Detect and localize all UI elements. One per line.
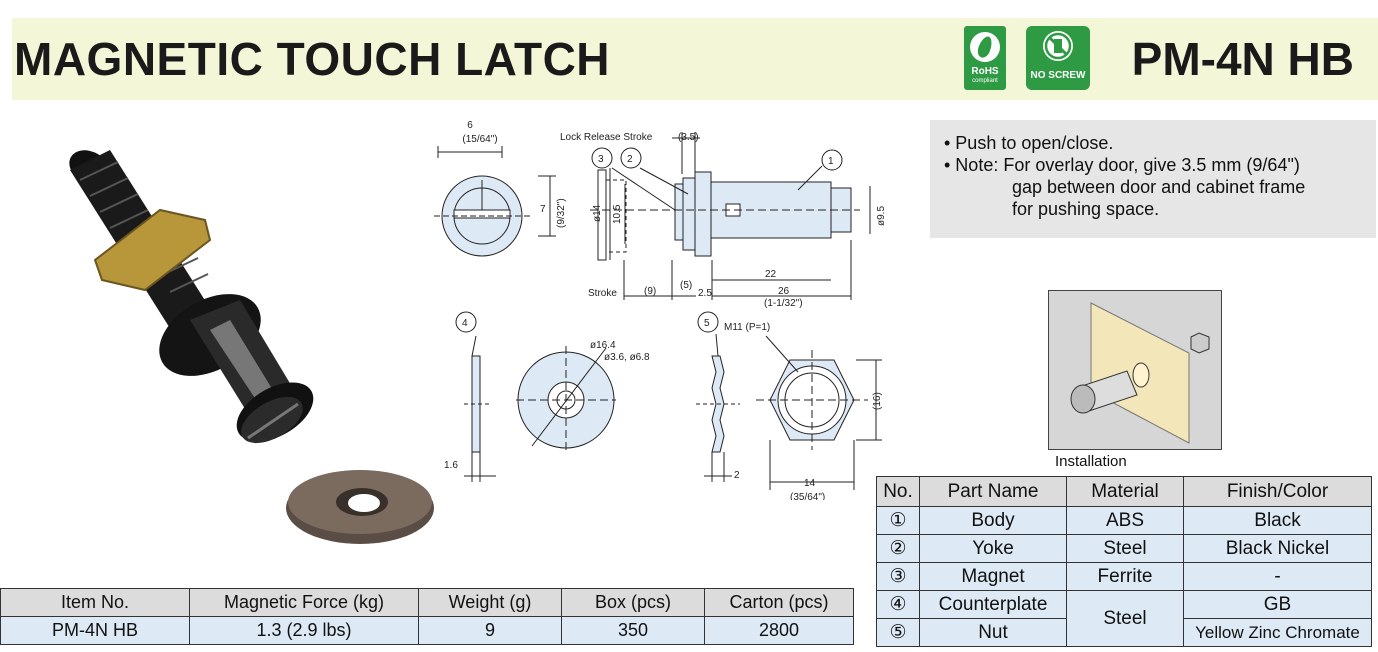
dim-14-in: (35/64") xyxy=(790,492,825,500)
spec-table: Item No. Magnetic Force (kg) Weight (g) … xyxy=(0,588,854,645)
dim-26-in: (1-1/32") xyxy=(764,298,803,309)
m11-label: M11 (P=1) xyxy=(724,322,770,333)
lock-release-label: Lock Release Stroke xyxy=(560,132,653,143)
note-line-2: • Note: For overlay door, give 3.5 mm (9… xyxy=(944,155,1300,175)
installation-caption: Installation xyxy=(1055,453,1127,470)
spec-carton: 2800 xyxy=(704,616,854,645)
dim-5: (5) xyxy=(680,280,692,291)
technical-drawing: 6 (15/64") Lock Release Stroke (3.5) 7 (… xyxy=(434,120,887,500)
dim-d14: ø14 xyxy=(592,204,603,222)
parts-material: Steel xyxy=(1066,590,1184,647)
callout-4: 4 xyxy=(462,318,468,329)
dim-d9-5: ø9.5 xyxy=(876,206,887,226)
spec-header-weight: Weight (g) xyxy=(418,588,562,617)
spec-force: 1.3 (2.9 lbs) xyxy=(189,616,419,645)
dim-7: 7 xyxy=(540,204,546,215)
installation-image xyxy=(1048,290,1222,450)
no-screw-icon xyxy=(1043,31,1073,61)
table-row: ② Yoke Steel Black Nickel xyxy=(876,534,1372,563)
dim-14: 14 xyxy=(804,478,816,489)
parts-header-no: No. xyxy=(876,476,920,507)
parts-material: Steel xyxy=(1066,534,1184,563)
parts-name: Yoke xyxy=(919,534,1067,563)
note-line-1: • Push to open/close. xyxy=(944,133,1114,153)
parts-name: Magnet xyxy=(919,562,1067,591)
dim-2: 2 xyxy=(734,470,740,481)
dim-7-in: (9/32") xyxy=(556,198,567,228)
dim-3-5: (3.5) xyxy=(678,132,699,143)
notes-panel: • Push to open/close. • Note: For overla… xyxy=(930,120,1376,238)
parts-header-material: Material xyxy=(1066,476,1184,507)
leaf-icon xyxy=(970,32,1000,62)
header-banner: MAGNETIC TOUCH LATCH RoHS compliant NO S… xyxy=(12,18,1378,100)
stroke-label: Stroke xyxy=(588,288,617,299)
parts-finish: GB xyxy=(1183,590,1372,619)
rohs-badge: RoHS compliant xyxy=(964,26,1006,90)
no-screw-badge: NO SCREW xyxy=(1026,26,1090,90)
spec-header-force: Magnetic Force (kg) xyxy=(189,588,419,617)
callout-2: 2 xyxy=(627,154,633,165)
callout-5: 5 xyxy=(704,318,710,329)
parts-finish: Yellow Zinc Chromate xyxy=(1183,618,1372,647)
dim-9: (9) xyxy=(644,286,656,297)
table-row: ⑤ Nut Yellow Zinc Chromate xyxy=(876,618,1372,647)
note-line-3: gap between door and cabinet frame xyxy=(1012,177,1306,197)
page-title: MAGNETIC TOUCH LATCH xyxy=(14,33,611,85)
parts-no: ⑤ xyxy=(876,618,920,647)
dim-22: 22 xyxy=(765,269,777,280)
parts-finish: Black Nickel xyxy=(1183,534,1372,563)
note-line-4: for pushing space. xyxy=(1012,199,1160,219)
dim-d3-6: ø3.6, ø6.8 xyxy=(604,352,650,363)
parts-table: No. Part Name Material Finish/Color ① Bo… xyxy=(876,476,1372,647)
parts-name: Nut xyxy=(919,618,1067,647)
parts-material: ABS xyxy=(1066,506,1184,535)
dim-d16-4: ø16.4 xyxy=(590,340,616,351)
table-row: ① Body ABS Black xyxy=(876,506,1372,535)
parts-no: ② xyxy=(876,534,920,563)
parts-material: Ferrite xyxy=(1066,562,1184,591)
dim-1-6: 1.6 xyxy=(444,460,458,471)
dim-26: 26 xyxy=(778,286,790,297)
spec-item-no: PM-4N HB xyxy=(0,616,190,645)
parts-name: Body xyxy=(919,506,1067,535)
parts-no: ③ xyxy=(876,562,920,591)
spec-weight: 9 xyxy=(418,616,562,645)
callout-3: 3 xyxy=(598,154,604,165)
parts-finish: - xyxy=(1183,562,1372,591)
spec-header-carton: Carton (pcs) xyxy=(704,588,854,617)
table-row: PM-4N HB 1.3 (2.9 lbs) 9 350 2800 xyxy=(0,616,854,645)
dim-6: 6 xyxy=(467,120,473,131)
parts-header-name: Part Name xyxy=(919,476,1067,507)
table-row: ③ Magnet Ferrite - xyxy=(876,562,1372,591)
callout-1: 1 xyxy=(828,156,834,167)
spec-box: 350 xyxy=(561,616,705,645)
dim-2-5: 2.5 xyxy=(698,288,712,299)
product-photo xyxy=(69,150,434,544)
rohs-label: RoHS xyxy=(971,66,999,77)
dim-16: (16) xyxy=(872,392,883,410)
rohs-sublabel: compliant xyxy=(972,78,998,84)
no-screw-label: NO SCREW xyxy=(1030,70,1086,81)
dim-10-5: 10.5 xyxy=(612,204,623,224)
model-number: PM-4N HB xyxy=(1131,33,1354,85)
parts-name: Counterplate xyxy=(919,590,1067,619)
parts-finish: Black xyxy=(1183,506,1372,535)
table-row: ④ Counterplate Steel GB xyxy=(876,590,1372,647)
spec-header-item: Item No. xyxy=(0,588,190,617)
parts-header-finish: Finish/Color xyxy=(1183,476,1372,507)
dim-6-in: (15/64") xyxy=(462,134,497,145)
spec-header-box: Box (pcs) xyxy=(561,588,705,617)
parts-no: ④ xyxy=(876,590,920,619)
parts-no: ① xyxy=(876,506,920,535)
